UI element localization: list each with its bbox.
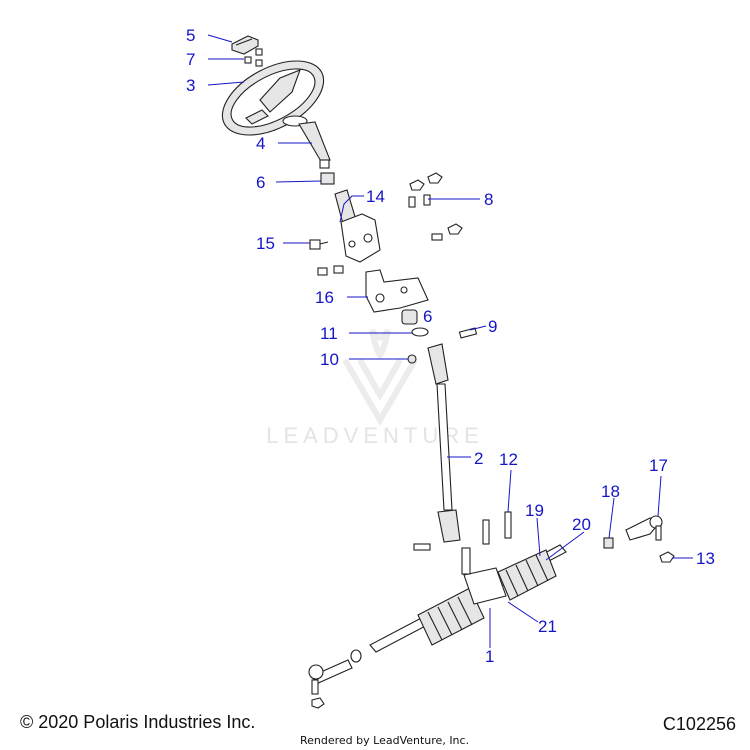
- callout-part-19: 19: [525, 501, 544, 520]
- bracket-fasteners-part: [408, 172, 463, 241]
- callout-part-12: 12: [499, 450, 518, 469]
- watermark-text: LEADVENTURE: [266, 423, 484, 448]
- callout-part-8: 8: [484, 190, 493, 209]
- left-tie-rod-end-part: [308, 649, 362, 709]
- callout-part-21: 21: [538, 617, 557, 636]
- tie-rod-nut-part: [659, 551, 675, 563]
- column-bolt-part: [309, 239, 329, 250]
- callout-part-10: 10: [320, 350, 339, 369]
- callout-part-15: 15: [256, 234, 275, 253]
- callout-part-13: 13: [696, 549, 715, 568]
- callout-part-6-lower: 6: [423, 307, 432, 326]
- leader-lines: [207, 34, 693, 648]
- steering-cap-part: [231, 35, 259, 55]
- pinch-bolt-part: [458, 327, 478, 339]
- steering-shaft-part: [298, 121, 331, 169]
- callout-part-1: 1: [485, 647, 494, 666]
- retaining-ring-part: [411, 327, 429, 337]
- pinch-nut-part: [407, 354, 417, 364]
- intermediate-shaft-part: [427, 343, 461, 543]
- callout-part-2: 2: [474, 449, 483, 468]
- callout-part-9: 9: [488, 317, 497, 336]
- lower-bushing-part: [401, 309, 418, 325]
- steering-column-part: [334, 189, 381, 263]
- callout-part-11: 11: [320, 324, 338, 343]
- watermark-logo: [342, 328, 418, 426]
- callout-part-16: 16: [315, 288, 334, 307]
- mount-bracket-part: [317, 265, 429, 313]
- callout-part-5: 5: [186, 26, 195, 45]
- callout-part-20: 20: [572, 515, 591, 534]
- cap-screws-part: [244, 48, 263, 67]
- callout-part-7: 7: [186, 50, 195, 69]
- upper-bushing-part: [320, 172, 335, 185]
- steering-rack-part: [369, 544, 567, 653]
- right-tie-rod-end-part: [625, 515, 663, 541]
- callout-part-6-upper: 6: [256, 173, 265, 192]
- callout-part-4: 4: [256, 134, 265, 153]
- copyright-notice: © 2020 Polaris Industries Inc.: [20, 712, 256, 732]
- shaft-bolts-part: [413, 511, 512, 551]
- spacer-part: [603, 537, 614, 549]
- diagram-id: C102256: [662, 714, 736, 734]
- callout-part-17: 17: [649, 456, 668, 475]
- steering-wheel-part: [221, 60, 325, 136]
- callout-part-3: 3: [186, 76, 195, 95]
- rendered-by-credit: Rendered by LeadVenture, Inc.: [300, 734, 470, 747]
- callout-part-18: 18: [601, 482, 620, 501]
- callout-part-14: 14: [366, 187, 385, 206]
